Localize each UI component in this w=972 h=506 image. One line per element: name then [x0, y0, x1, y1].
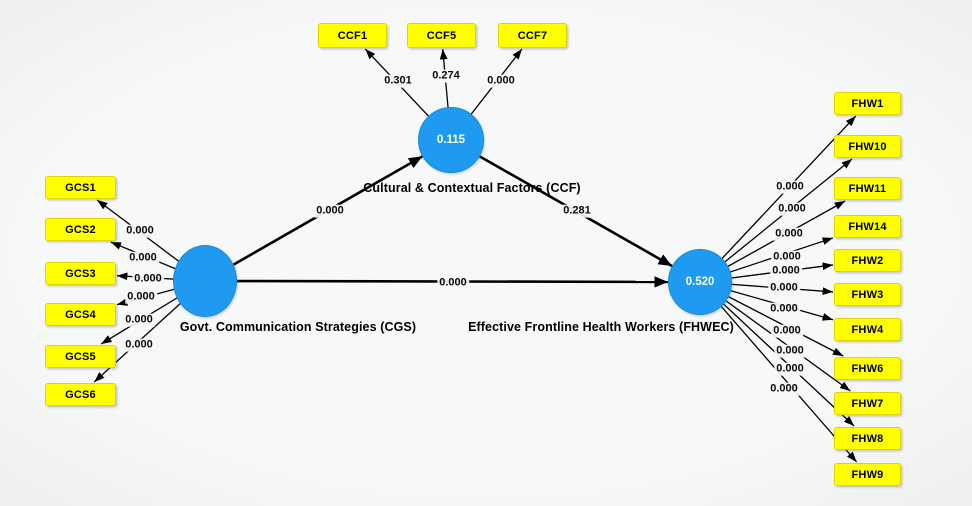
- loading-gcs4: 0.000: [125, 290, 157, 304]
- indicator-gcs1[interactable]: GCS1: [45, 176, 116, 199]
- loading-fhw3: 0.000: [768, 281, 800, 295]
- path-coef-ccf-fhwec: 0.281: [561, 204, 593, 218]
- loading-fhw9: 0.000: [768, 382, 800, 396]
- indicator-gcs6[interactable]: GCS6: [45, 383, 116, 406]
- loading-gcs5: 0.000: [123, 313, 155, 327]
- indicator-fhw3[interactable]: FHW3: [834, 283, 901, 306]
- indicator-ccf1[interactable]: CCF1: [318, 23, 387, 48]
- indicator-gcs3[interactable]: GCS3: [45, 262, 116, 285]
- loading-fhw7: 0.000: [774, 344, 806, 358]
- indicator-fhw7[interactable]: FHW7: [834, 392, 901, 415]
- loading-fhw14: 0.000: [771, 250, 803, 264]
- loading-fhw11: 0.000: [773, 227, 805, 241]
- indicator-fhw4[interactable]: FHW4: [834, 318, 901, 341]
- loading-fhw10: 0.000: [776, 202, 808, 216]
- latent-label-cgs: Govt. Communication Strategies (CGS): [179, 320, 417, 334]
- path-coef-cgs-fhwec: 0.000: [437, 276, 469, 290]
- latent-label-ccf: Cultural & Contextual Factors (CCF): [363, 181, 581, 195]
- indicator-fhw9[interactable]: FHW9: [834, 463, 901, 486]
- loading-gcs6: 0.000: [123, 338, 155, 352]
- indicator-fhw6[interactable]: FHW6: [834, 357, 901, 380]
- indicator-fhw14[interactable]: FHW14: [834, 215, 901, 238]
- indicator-ccf7[interactable]: CCF7: [498, 23, 567, 48]
- indicator-gcs2[interactable]: GCS2: [45, 218, 116, 241]
- loading-ccf7: 0.000: [485, 74, 517, 88]
- loading-gcs1: 0.000: [124, 224, 156, 238]
- indicator-fhw1[interactable]: FHW1: [834, 92, 901, 115]
- indicator-gcs4[interactable]: GCS4: [45, 303, 116, 326]
- loading-fhw2: 0.000: [770, 264, 802, 278]
- loading-ccf5: 0.274: [430, 69, 462, 83]
- loading-gcs2: 0.000: [127, 251, 159, 265]
- loading-fhw6: 0.000: [771, 324, 803, 338]
- indicator-fhw10[interactable]: FHW10: [834, 135, 901, 158]
- indicator-fhw8[interactable]: FHW8: [834, 427, 901, 450]
- latent-label-fhwec: Effective Frontline Health Workers (FHWE…: [468, 320, 734, 334]
- latent-cgs[interactable]: [173, 245, 237, 317]
- path-coef-cgs-ccf: 0.000: [314, 204, 346, 218]
- indicator-gcs5[interactable]: GCS5: [45, 345, 116, 368]
- indicator-fhw11[interactable]: FHW11: [834, 177, 901, 200]
- loading-fhw1: 0.000: [774, 180, 806, 194]
- arrow-fhwec-fhw1: [699, 115, 857, 283]
- indicator-fhw2[interactable]: FHW2: [834, 249, 901, 272]
- loading-fhw4: 0.000: [768, 302, 800, 316]
- loading-gcs3: 0.000: [132, 272, 164, 286]
- latent-fhwec[interactable]: 0.520: [668, 249, 732, 315]
- loading-ccf1: 0.301: [382, 74, 414, 88]
- indicator-ccf5[interactable]: CCF5: [407, 23, 476, 48]
- latent-ccf[interactable]: 0.115: [418, 107, 484, 173]
- loading-fhw8: 0.000: [774, 362, 806, 376]
